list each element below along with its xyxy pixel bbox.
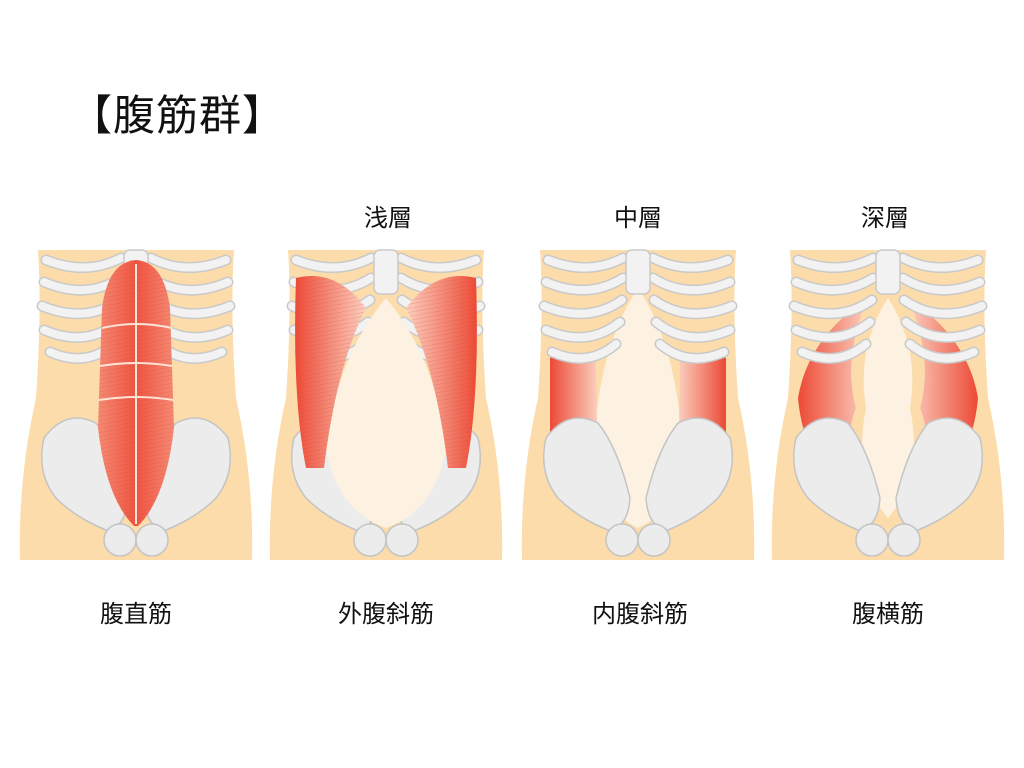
external-oblique-illustration xyxy=(269,248,503,560)
layer-label-middle: 中層 xyxy=(614,204,662,232)
muscle-label-internal-oblique: 内腹斜筋 xyxy=(592,600,688,628)
layer-label-superficial: 浅層 xyxy=(364,204,412,232)
transversus-abdominis-illustration xyxy=(771,248,1005,560)
layer-label-deep: 深層 xyxy=(861,204,909,232)
rectus-abdominis-illustration xyxy=(19,248,253,560)
rectus-abdominis-muscle xyxy=(98,260,174,526)
page-title: 【腹筋群】 xyxy=(70,91,286,140)
muscle-label-rectus-abdominis: 腹直筋 xyxy=(100,600,172,628)
internal-oblique-illustration xyxy=(521,248,755,560)
muscle-label-transversus-abdominis: 腹横筋 xyxy=(852,600,924,628)
muscle-label-external-oblique: 外腹斜筋 xyxy=(338,600,434,628)
